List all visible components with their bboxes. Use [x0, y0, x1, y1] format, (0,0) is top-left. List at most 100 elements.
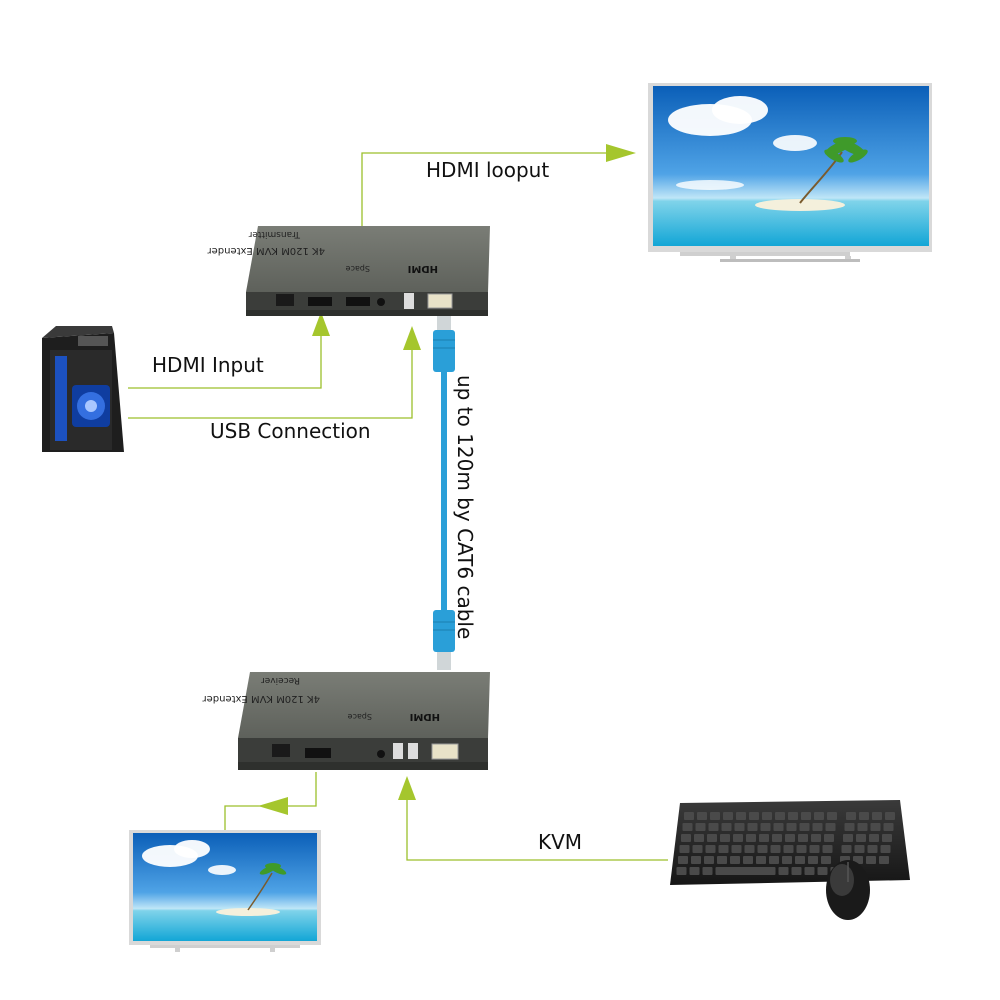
keyboard-key: [782, 856, 792, 864]
keyboard-key: [689, 867, 700, 875]
keyboard-key: [801, 812, 811, 820]
keyboard-key: [681, 834, 691, 842]
keyboard-key: [772, 834, 782, 842]
hdmi-input-line: [128, 320, 322, 389]
transmitter-logo: Space: [346, 264, 370, 273]
receiver-model: 4K 120M KVM Extender: [202, 693, 320, 704]
cat6-cable: [433, 312, 455, 670]
keyboard-key: [788, 812, 798, 820]
keyboard-key: [824, 834, 834, 842]
keyboard-key: [844, 823, 855, 831]
keyboard-key: [757, 845, 768, 853]
receiver-hdmi-out-line: [224, 772, 317, 832]
usb-connection-arrow: [403, 326, 421, 350]
receiver-device: Receiver 4K 120M KVM Extender HDMI Space: [202, 672, 490, 770]
keyboard-key: [733, 834, 743, 842]
keyboard-key: [827, 812, 837, 820]
cable-label: up to 120m by CAT6 cable: [453, 375, 477, 640]
keyboard-key: [694, 834, 704, 842]
hdmi-looput-line: [361, 152, 608, 228]
keyboard-key: [747, 823, 758, 831]
keyboard-key: [692, 845, 703, 853]
keyboard-key: [811, 834, 821, 842]
kvm-label: KVM: [538, 830, 583, 854]
keyboard-key: [812, 823, 823, 831]
keyboard-key: [791, 867, 802, 875]
receiver-role: Receiver: [261, 675, 300, 685]
keyboard-key: [695, 823, 706, 831]
receiver-hdmi-out-arrow: [258, 797, 288, 815]
keyboard-key: [731, 845, 742, 853]
keyboard-key: [880, 845, 891, 853]
keyboard-key: [841, 845, 852, 853]
keyboard-key: [743, 856, 753, 864]
mouse: [826, 860, 870, 920]
keyboard-key: [867, 845, 878, 853]
keyboard-key: [760, 823, 771, 831]
keyboard-key: [799, 823, 810, 831]
keyboard-key: [817, 867, 828, 875]
hdmi-input-arrow: [312, 312, 330, 336]
keyboard-key: [857, 823, 868, 831]
keyboard-key: [846, 812, 856, 820]
top-tv: [648, 83, 932, 262]
keyboard-key: [684, 812, 694, 820]
keyboard-key: [734, 823, 745, 831]
keyboard-key: [822, 845, 833, 853]
keyboard-key: [679, 845, 690, 853]
transmitter-device: Transmitter 4K 120M KVM Extender HDMI Sp…: [207, 226, 490, 316]
keyboard-key: [872, 812, 882, 820]
transmitter-model: 4K 120M KVM Extender: [207, 245, 325, 256]
pc-tower: [42, 326, 124, 452]
keyboard-key: [697, 812, 707, 820]
keyboard-key: [715, 867, 776, 875]
keyboard-key: [843, 834, 853, 842]
bottom-tv: [129, 830, 321, 952]
keyboard-key: [809, 845, 820, 853]
keyboard-key: [759, 834, 769, 842]
connector-lines: [128, 152, 668, 861]
receiver-brand: HDMI: [410, 711, 440, 722]
usb-connection-label: USB Connection: [210, 419, 371, 443]
keyboard-key: [720, 834, 730, 842]
hdmi-looput-label: HDMI looput: [426, 158, 550, 182]
keyboard-key: [804, 867, 815, 875]
keyboard-key: [885, 812, 895, 820]
receiver-logo: Space: [348, 712, 372, 721]
keyboard-key: [702, 867, 713, 875]
transmitter-brand: HDMI: [408, 263, 438, 274]
kvm-arrow: [398, 776, 416, 800]
keyboard-key: [870, 823, 881, 831]
keyboard-key: [883, 823, 894, 831]
keyboard-key: [704, 856, 714, 864]
keyboard-key: [775, 812, 785, 820]
keyboard-key: [769, 856, 779, 864]
keyboard-key: [773, 823, 784, 831]
usb-connection-line: [128, 334, 413, 419]
keyboard-key: [756, 856, 766, 864]
keyboard-key: [808, 856, 818, 864]
keyboard-key: [795, 856, 805, 864]
keyboard-key: [749, 812, 759, 820]
keyboard-key: [691, 856, 701, 864]
hdmi-looput-arrow: [606, 144, 636, 162]
keyboard-key: [798, 834, 808, 842]
keyboard-key: [678, 856, 688, 864]
hdmi-input-label: HDMI Input: [152, 353, 264, 377]
keyboard-key: [707, 834, 717, 842]
keyboard-key: [717, 856, 727, 864]
keyboard-key: [869, 834, 879, 842]
keyboard-key: [854, 845, 865, 853]
keyboard-key: [796, 845, 807, 853]
keyboard-key: [783, 845, 794, 853]
keyboard-key: [744, 845, 755, 853]
keyboard-key: [736, 812, 746, 820]
keyboard-key: [746, 834, 756, 842]
keyboard-key: [718, 845, 729, 853]
keyboard-key: [708, 823, 719, 831]
keyboard-key: [814, 812, 824, 820]
kvm-line: [406, 782, 668, 861]
keyboard-key: [859, 812, 869, 820]
keyboard-key: [705, 845, 716, 853]
